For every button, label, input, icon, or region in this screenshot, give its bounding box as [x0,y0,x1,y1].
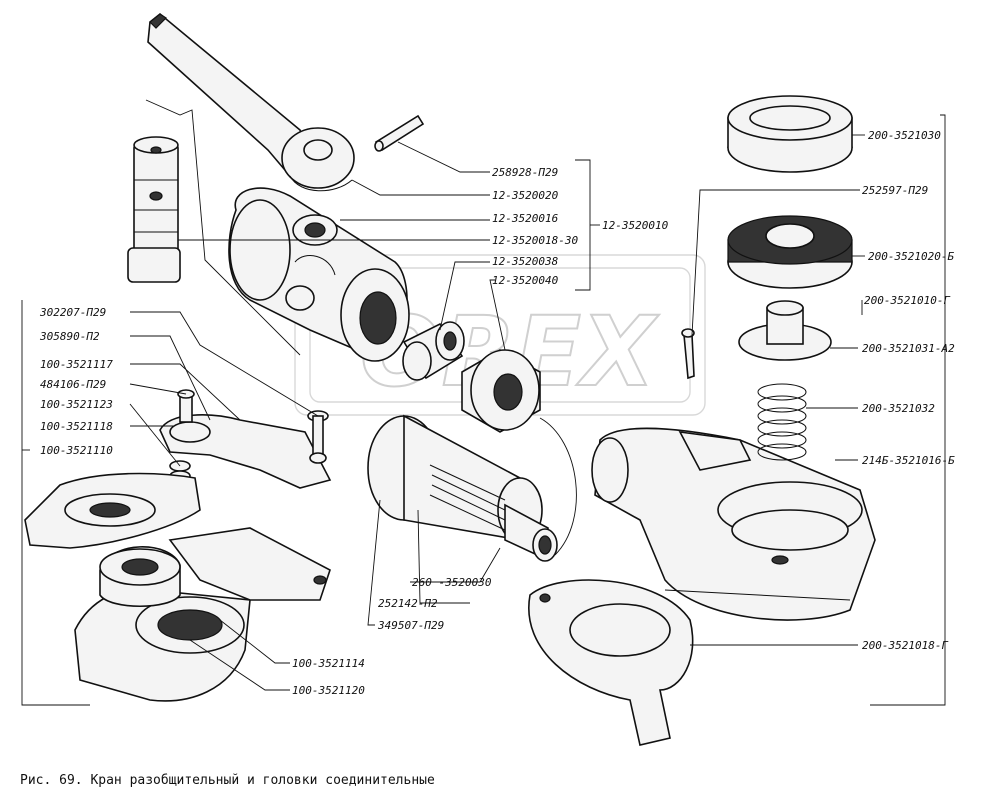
label-252597: 252597-П29 [862,184,928,197]
figure-caption: Рис. 69. Кран разобщительный и головки с… [20,773,435,788]
label-200-3521010-g: 200-3521010-Г [864,294,950,307]
label-258928: 258928-П29 [492,166,558,179]
label-12-3520040: 12-3520040 [492,274,559,287]
label-200-3521018-g: 200-3521018-Г [862,639,948,652]
label-349507: 349507-П29 [377,619,444,632]
label-302207: 302207-П29 [39,306,106,319]
label-100-3521114: 100-3521114 [292,657,365,670]
part-ring-gasket [727,95,853,173]
part-seal [727,215,853,289]
part-coupling-head-left [74,527,331,702]
label-100-3521120: 100-3521120 [292,684,365,697]
label-305890: 305890-П2 [39,330,100,343]
label-12-3520018-30: 12-3520018-30 [492,234,578,247]
part-screw [307,410,329,464]
part-valve-body [228,187,410,362]
label-484106: 484106-П29 [40,378,106,391]
part-handle-lever [147,12,355,192]
part-bracket [159,389,332,489]
part-pin-252597 [681,328,695,380]
label-200-3521032: 200-3521032 [862,402,935,415]
part-labels: 258928-П29 12-3520020 12-3520016 12-3520… [39,129,955,697]
label-12-3520020: 12-3520020 [492,189,559,202]
label-100-3521123: 100-3521123 [40,398,113,411]
leader-lines [21,99,946,706]
label-260-3520030: 260 -3520030 [412,576,492,589]
label-12-3520038: 12-3520038 [492,255,559,268]
label-100-3521110: 100-3521110 [40,444,113,457]
label-252142: 252142-П2 [378,597,438,610]
label-100-3521117: 100-3521117 [40,358,113,371]
part-cover-left [24,472,201,549]
part-coupling-head-right [591,427,876,621]
part-spring [757,383,807,461]
part-fitting [367,414,558,562]
part-valve-stem [127,136,181,283]
label-200-3521020-b: 200-3521020-Б [868,250,954,263]
part-union-nut [461,349,541,433]
part-valve-disk [738,300,832,361]
part-sleeve [402,321,465,381]
label-200-3521031-a2: 200-3521031-А2 [862,342,955,355]
part-pin-258928 [374,114,425,152]
label-200-3521030: 200-3521030 [868,129,941,142]
part-cover [528,579,694,746]
label-214b-3521016-b: 214Б-3521016-Б [862,454,955,467]
label-12-3520016: 12-3520016 [492,212,559,225]
label-12-3520010: 12-3520010 [602,219,669,232]
label-100-3521118: 100-3521118 [40,420,113,433]
